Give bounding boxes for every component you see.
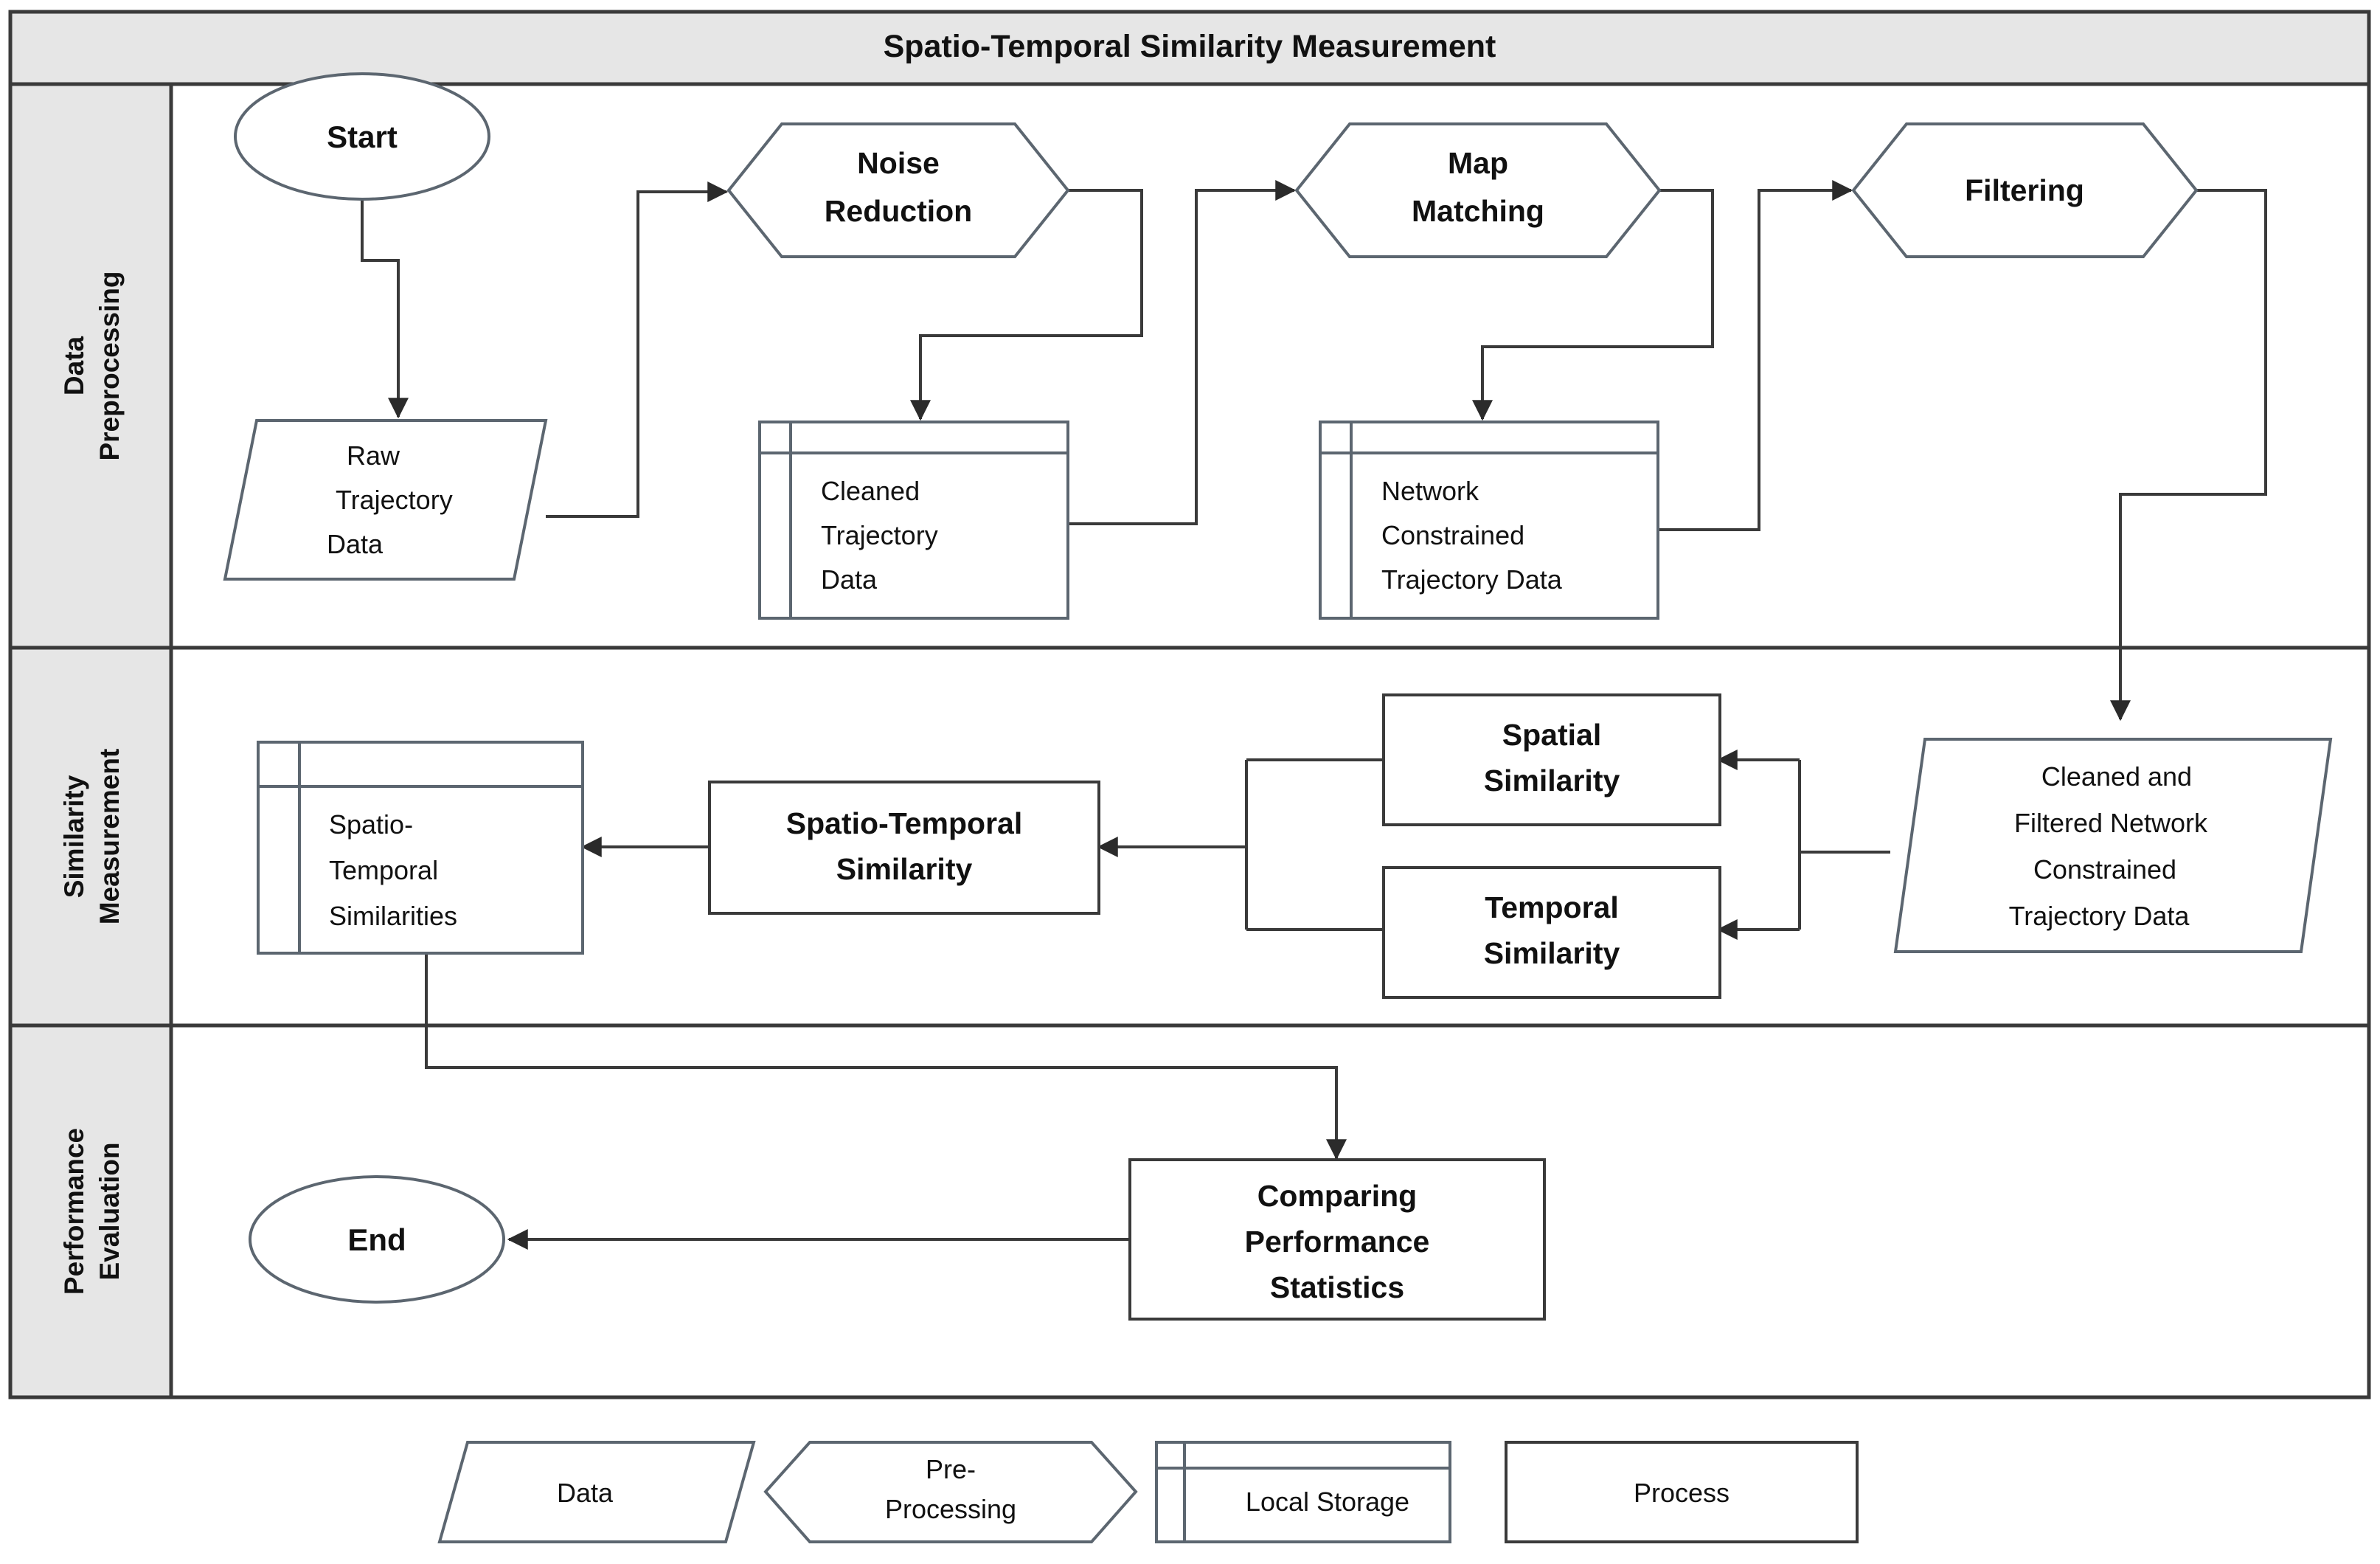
legend-label-processing: Processing	[885, 1494, 1016, 1524]
node-cleaned-trajectory-data[interactable]: Cleaned Trajectory Data	[758, 421, 1069, 620]
node-noise-reduction[interactable]: Noise Reduction	[726, 122, 1070, 258]
node-raw-line2: Trajectory	[336, 485, 453, 515]
node-network-constrained-trajectory-data[interactable]: Network Constrained Trajectory Data	[1319, 421, 1659, 620]
node-filtering-label: Filtering	[1965, 173, 2084, 207]
lane-label-line1: Performance	[59, 1128, 89, 1295]
connectors	[361, 180, 2267, 1250]
node-comparing-line2: Performance	[1245, 1225, 1430, 1259]
node-start[interactable]: Start	[234, 72, 490, 201]
legend-label-process: Process	[1634, 1478, 1730, 1508]
connector-store-to-comparing	[425, 953, 1347, 1160]
legend-label-local-storage: Local Storage	[1246, 1487, 1409, 1517]
lane-label-data-preprocessing: Data Preprocessing	[59, 271, 125, 460]
node-cleaned-line2: Trajectory	[821, 520, 938, 550]
legend-item-local-storage[interactable]: Local Storage	[1155, 1441, 1451, 1543]
node-network-line2: Constrained	[1381, 520, 1524, 550]
connector-filtering-to-filtered-data	[2110, 189, 2267, 722]
legend-item-pre-processing[interactable]: Pre- Processing	[763, 1441, 1138, 1543]
node-spatio-temporal-similarity[interactable]: Spatio-Temporal Similarity	[708, 781, 1100, 915]
connector-noise-to-cleaned	[910, 189, 1143, 421]
connector-cleaned-to-map	[1068, 180, 1297, 525]
node-raw-trajectory-data[interactable]: Raw Trajectory Data	[223, 419, 548, 581]
node-raw-line1: Raw	[347, 440, 400, 471]
node-map-line1: Map	[1448, 146, 1508, 180]
node-spatial-line1: Spatial	[1502, 718, 1601, 752]
lane-label-column	[8, 82, 173, 1399]
node-cleaned-line3: Data	[821, 564, 878, 595]
node-comparing-line3: Statistics	[1270, 1270, 1404, 1304]
node-filtered-line2: Filtered Network	[2014, 808, 2208, 838]
connector-network-to-filtering	[1658, 180, 1853, 531]
node-network-line1: Network	[1381, 476, 1479, 506]
node-end-label: End	[347, 1222, 406, 1257]
header-bar	[8, 10, 2371, 86]
node-start-label: Start	[327, 120, 398, 154]
node-network-line3: Trajectory Data	[1381, 564, 1563, 595]
lane-label-line2: Measurement	[94, 749, 125, 925]
node-spatial-similarity[interactable]: Spatial Similarity	[1382, 693, 1721, 826]
lane-label-performance-evaluation: Performance Evaluation	[59, 1128, 125, 1295]
diagram-title: Spatio-Temporal Similarity Measurement	[884, 29, 1496, 64]
connector-start-to-raw	[361, 199, 409, 419]
node-temporal-line2: Similarity	[1484, 936, 1620, 970]
node-comparing-performance-statistics[interactable]: Comparing Performance Statistics	[1128, 1158, 1546, 1321]
node-cleaned-line1: Cleaned	[821, 476, 920, 506]
node-noise-line2: Reduction	[825, 194, 972, 228]
legend-label-data: Data	[557, 1478, 614, 1508]
node-cleaned-filtered-data[interactable]: Cleaned and Filtered Network Constrained…	[1893, 738, 2333, 953]
legend-item-data[interactable]: Data	[437, 1441, 756, 1543]
legend-label-pre: Pre-	[926, 1454, 976, 1484]
connector-raw-to-noise	[546, 181, 729, 518]
lane-label-line1: Similarity	[59, 775, 89, 898]
node-st-similarity-line2: Similarity	[836, 852, 973, 886]
node-st-similarities-line2: Temporal	[329, 855, 438, 885]
node-st-similarity-line1: Spatio-Temporal	[786, 806, 1022, 840]
node-map-line2: Matching	[1412, 194, 1544, 228]
node-filtered-line4: Trajectory Data	[2009, 901, 2190, 931]
legend-item-process[interactable]: Process	[1505, 1441, 1859, 1543]
node-st-similarities-line1: Spatio-	[329, 809, 413, 840]
lane-label-line1: Data	[59, 336, 89, 395]
node-filtering[interactable]: Filtering	[1851, 122, 2199, 258]
lane-label-similarity-measurement: Similarity Measurement	[59, 749, 125, 925]
connector-map-to-network	[1472, 189, 1714, 421]
node-filtered-line3: Constrained	[2033, 854, 2176, 885]
lane-label-line2: Preprocessing	[94, 271, 125, 460]
node-noise-line1: Noise	[857, 146, 940, 180]
node-raw-line3: Data	[327, 529, 384, 559]
node-map-matching[interactable]: Map Matching	[1294, 122, 1662, 258]
legend: Data Pre- Processing Local Storage Proce…	[437, 1441, 1859, 1543]
node-comparing-line1: Comparing	[1257, 1179, 1417, 1213]
node-temporal-line1: Temporal	[1485, 890, 1619, 924]
node-filtered-line1: Cleaned and	[2041, 761, 2192, 792]
node-spatial-line2: Similarity	[1484, 764, 1620, 797]
lane-label-line2: Evaluation	[94, 1142, 125, 1280]
node-end[interactable]: End	[249, 1175, 505, 1304]
node-spatio-temporal-similarities[interactable]: Spatio- Temporal Similarities	[257, 741, 584, 955]
node-st-similarities-line3: Similarities	[329, 901, 457, 931]
node-temporal-similarity[interactable]: Temporal Similarity	[1382, 866, 1721, 999]
